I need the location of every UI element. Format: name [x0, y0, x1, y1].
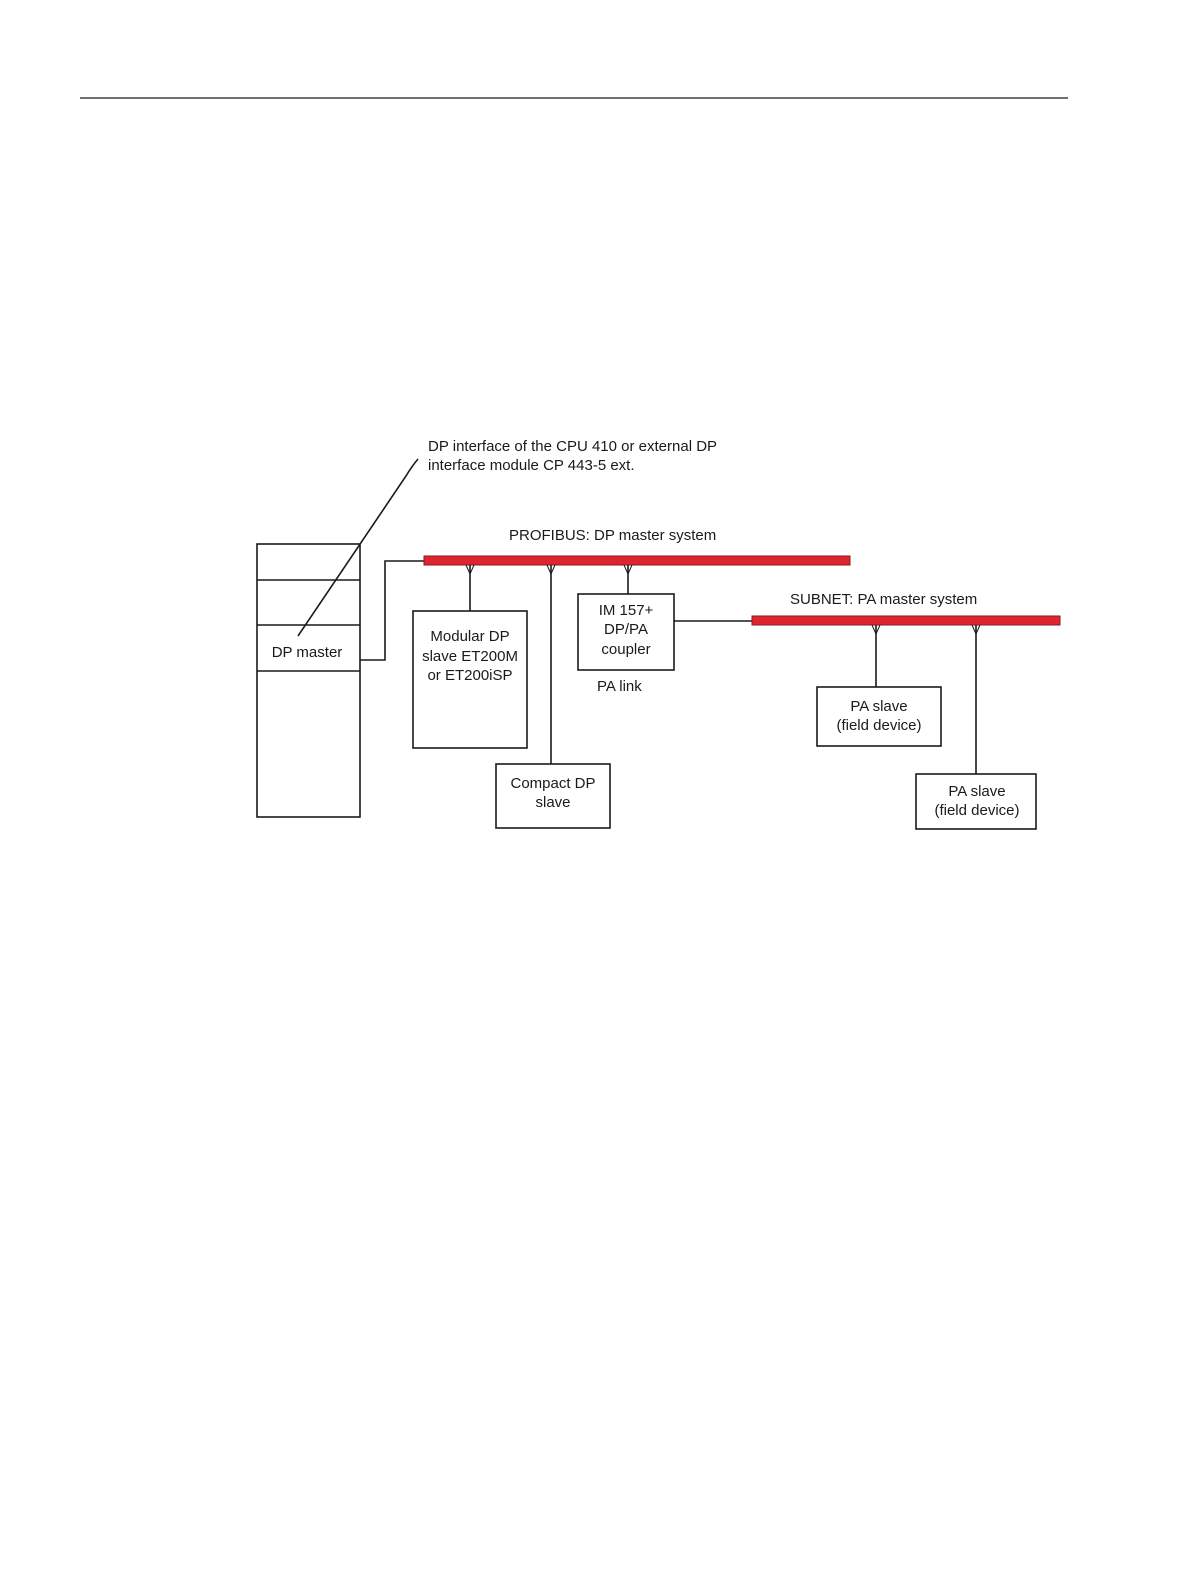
- pa-link-caption: PA link: [597, 678, 642, 695]
- profibus-drop-modular: [466, 565, 474, 611]
- modular-slave-line-2: slave ET200M: [422, 648, 518, 665]
- subnet-drop-pa-slave-2: [972, 625, 980, 774]
- pa-slave-1-box: PA slave (field device): [817, 687, 941, 746]
- compact-slave-line-2: slave: [535, 794, 570, 811]
- dp-master-label: DP master: [272, 644, 343, 661]
- compact-dp-slave-box: Compact DP slave: [496, 764, 610, 828]
- profibus-label: PROFIBUS: DP master system: [509, 527, 716, 544]
- dp-pa-coupler-box: IM 157+ DP/PA coupler: [578, 594, 674, 670]
- pa-slave-2-line-1: PA slave: [948, 783, 1005, 800]
- subnet-label: SUBNET: PA master system: [790, 591, 977, 608]
- profibus-bus: [424, 556, 850, 565]
- compact-slave-line-1: Compact DP: [510, 775, 595, 792]
- subnet-drop-pa-slave-1: [872, 625, 880, 687]
- coupler-line-3: coupler: [601, 641, 650, 658]
- annotation-line-1: DP interface of the CPU 410 or external …: [428, 438, 717, 455]
- pa-slave-1-line-1: PA slave: [850, 698, 907, 715]
- pa-slave-2-box: PA slave (field device): [916, 774, 1036, 829]
- modular-slave-line-1: Modular DP: [430, 628, 509, 645]
- coupler-line-2: DP/PA: [604, 621, 648, 638]
- coupler-line-1: IM 157+: [599, 602, 654, 619]
- annotation-line-2: interface module CP 443-5 ext.: [428, 457, 635, 474]
- pa-slave-2-line-2: (field device): [934, 802, 1019, 819]
- cpu-rack: DP master: [257, 544, 360, 817]
- subnet-bus: [752, 616, 1060, 625]
- profibus-drop-coupler: [624, 565, 632, 594]
- modular-dp-slave-box: Modular DP slave ET200M or ET200iSP: [413, 611, 527, 748]
- profibus-drop-compact: [547, 565, 555, 764]
- modular-slave-line-3: or ET200iSP: [427, 667, 512, 684]
- pa-slave-1-line-2: (field device): [836, 717, 921, 734]
